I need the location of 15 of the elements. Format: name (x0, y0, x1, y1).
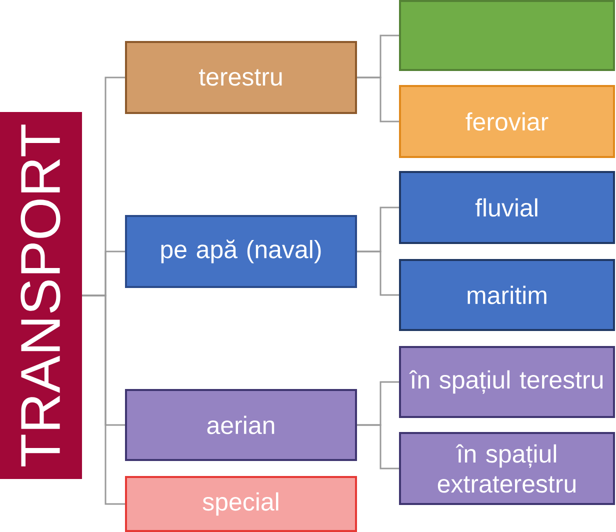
subcategory-box: în spațiul terestru (399, 346, 615, 418)
category-box: aerian (125, 388, 357, 461)
subcategory-box: maritim (399, 259, 615, 331)
connector-line (357, 250, 399, 296)
connector-line (357, 76, 399, 122)
root-box: TRANSPORT (0, 112, 82, 479)
subcategory-box (399, 0, 615, 71)
connector-line (82, 294, 125, 505)
category-box: special (125, 476, 357, 532)
category-box: terestru (125, 41, 357, 114)
category-box: pe apă (naval) (125, 215, 357, 288)
subcategory-box: în spațiul extraterestru (399, 432, 615, 505)
subcategory-box: fluvial (399, 171, 615, 244)
connector-line (357, 424, 399, 470)
subcategory-box: feroviar (399, 85, 615, 158)
